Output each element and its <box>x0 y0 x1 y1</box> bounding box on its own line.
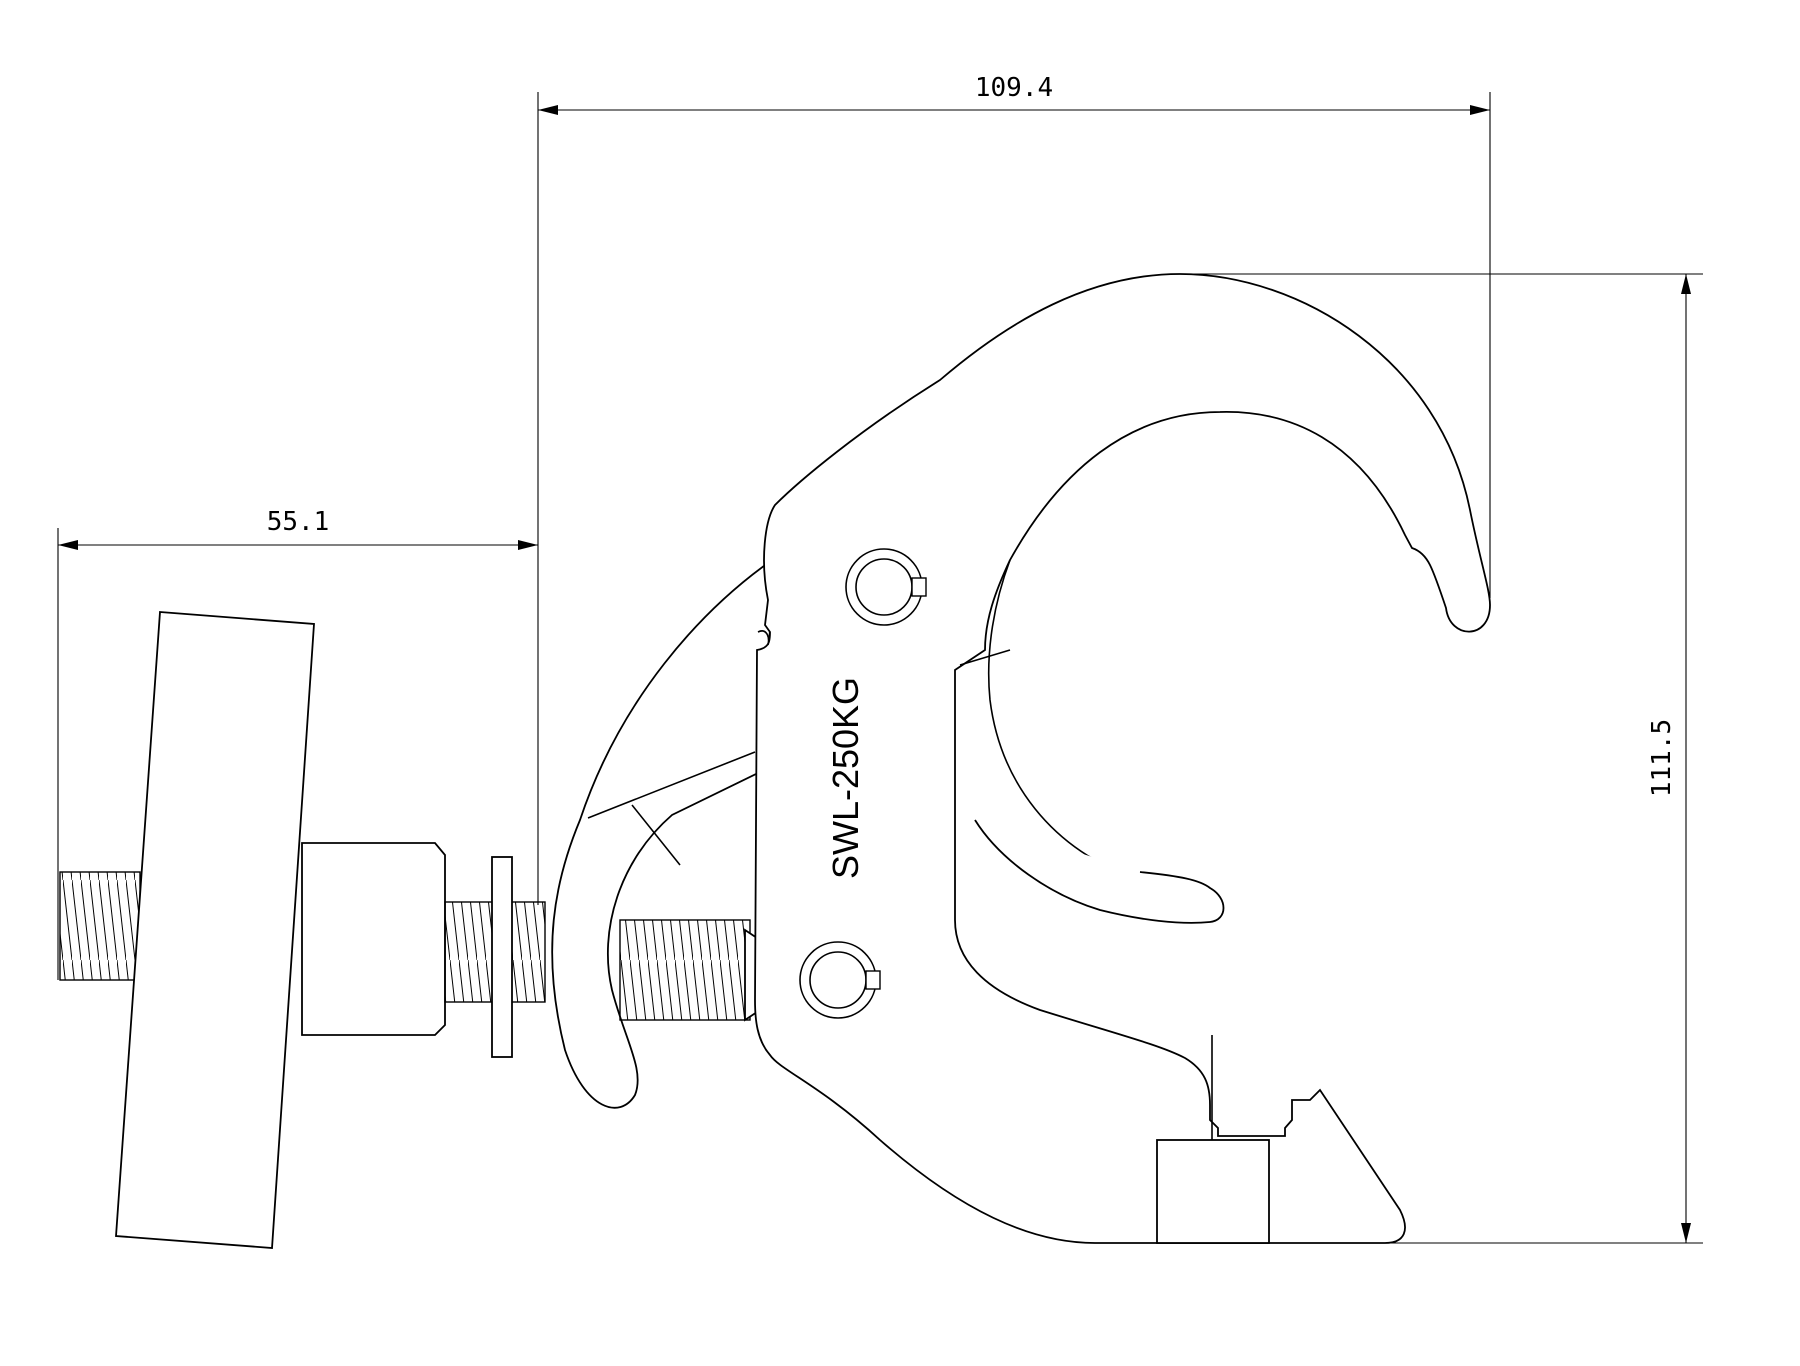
knob <box>59 611 546 1249</box>
dimension-text-width: 109.4 <box>975 73 1053 103</box>
dimension-text-reach: 55.1 <box>267 507 330 537</box>
dimension-text-height: 111.5 <box>1647 719 1677 797</box>
dimension-overall-height: 111.5 <box>1100 273 1703 1244</box>
lever-arm <box>551 556 777 1109</box>
circlip-upper <box>845 548 927 626</box>
circlip-lower <box>799 941 881 1019</box>
dimension-overall-width: 109.4 <box>537 73 1491 905</box>
part-label: SWL-250KG <box>825 677 866 879</box>
clamp-body <box>754 273 1491 1244</box>
dimension-knob-reach: 55.1 <box>57 507 538 980</box>
